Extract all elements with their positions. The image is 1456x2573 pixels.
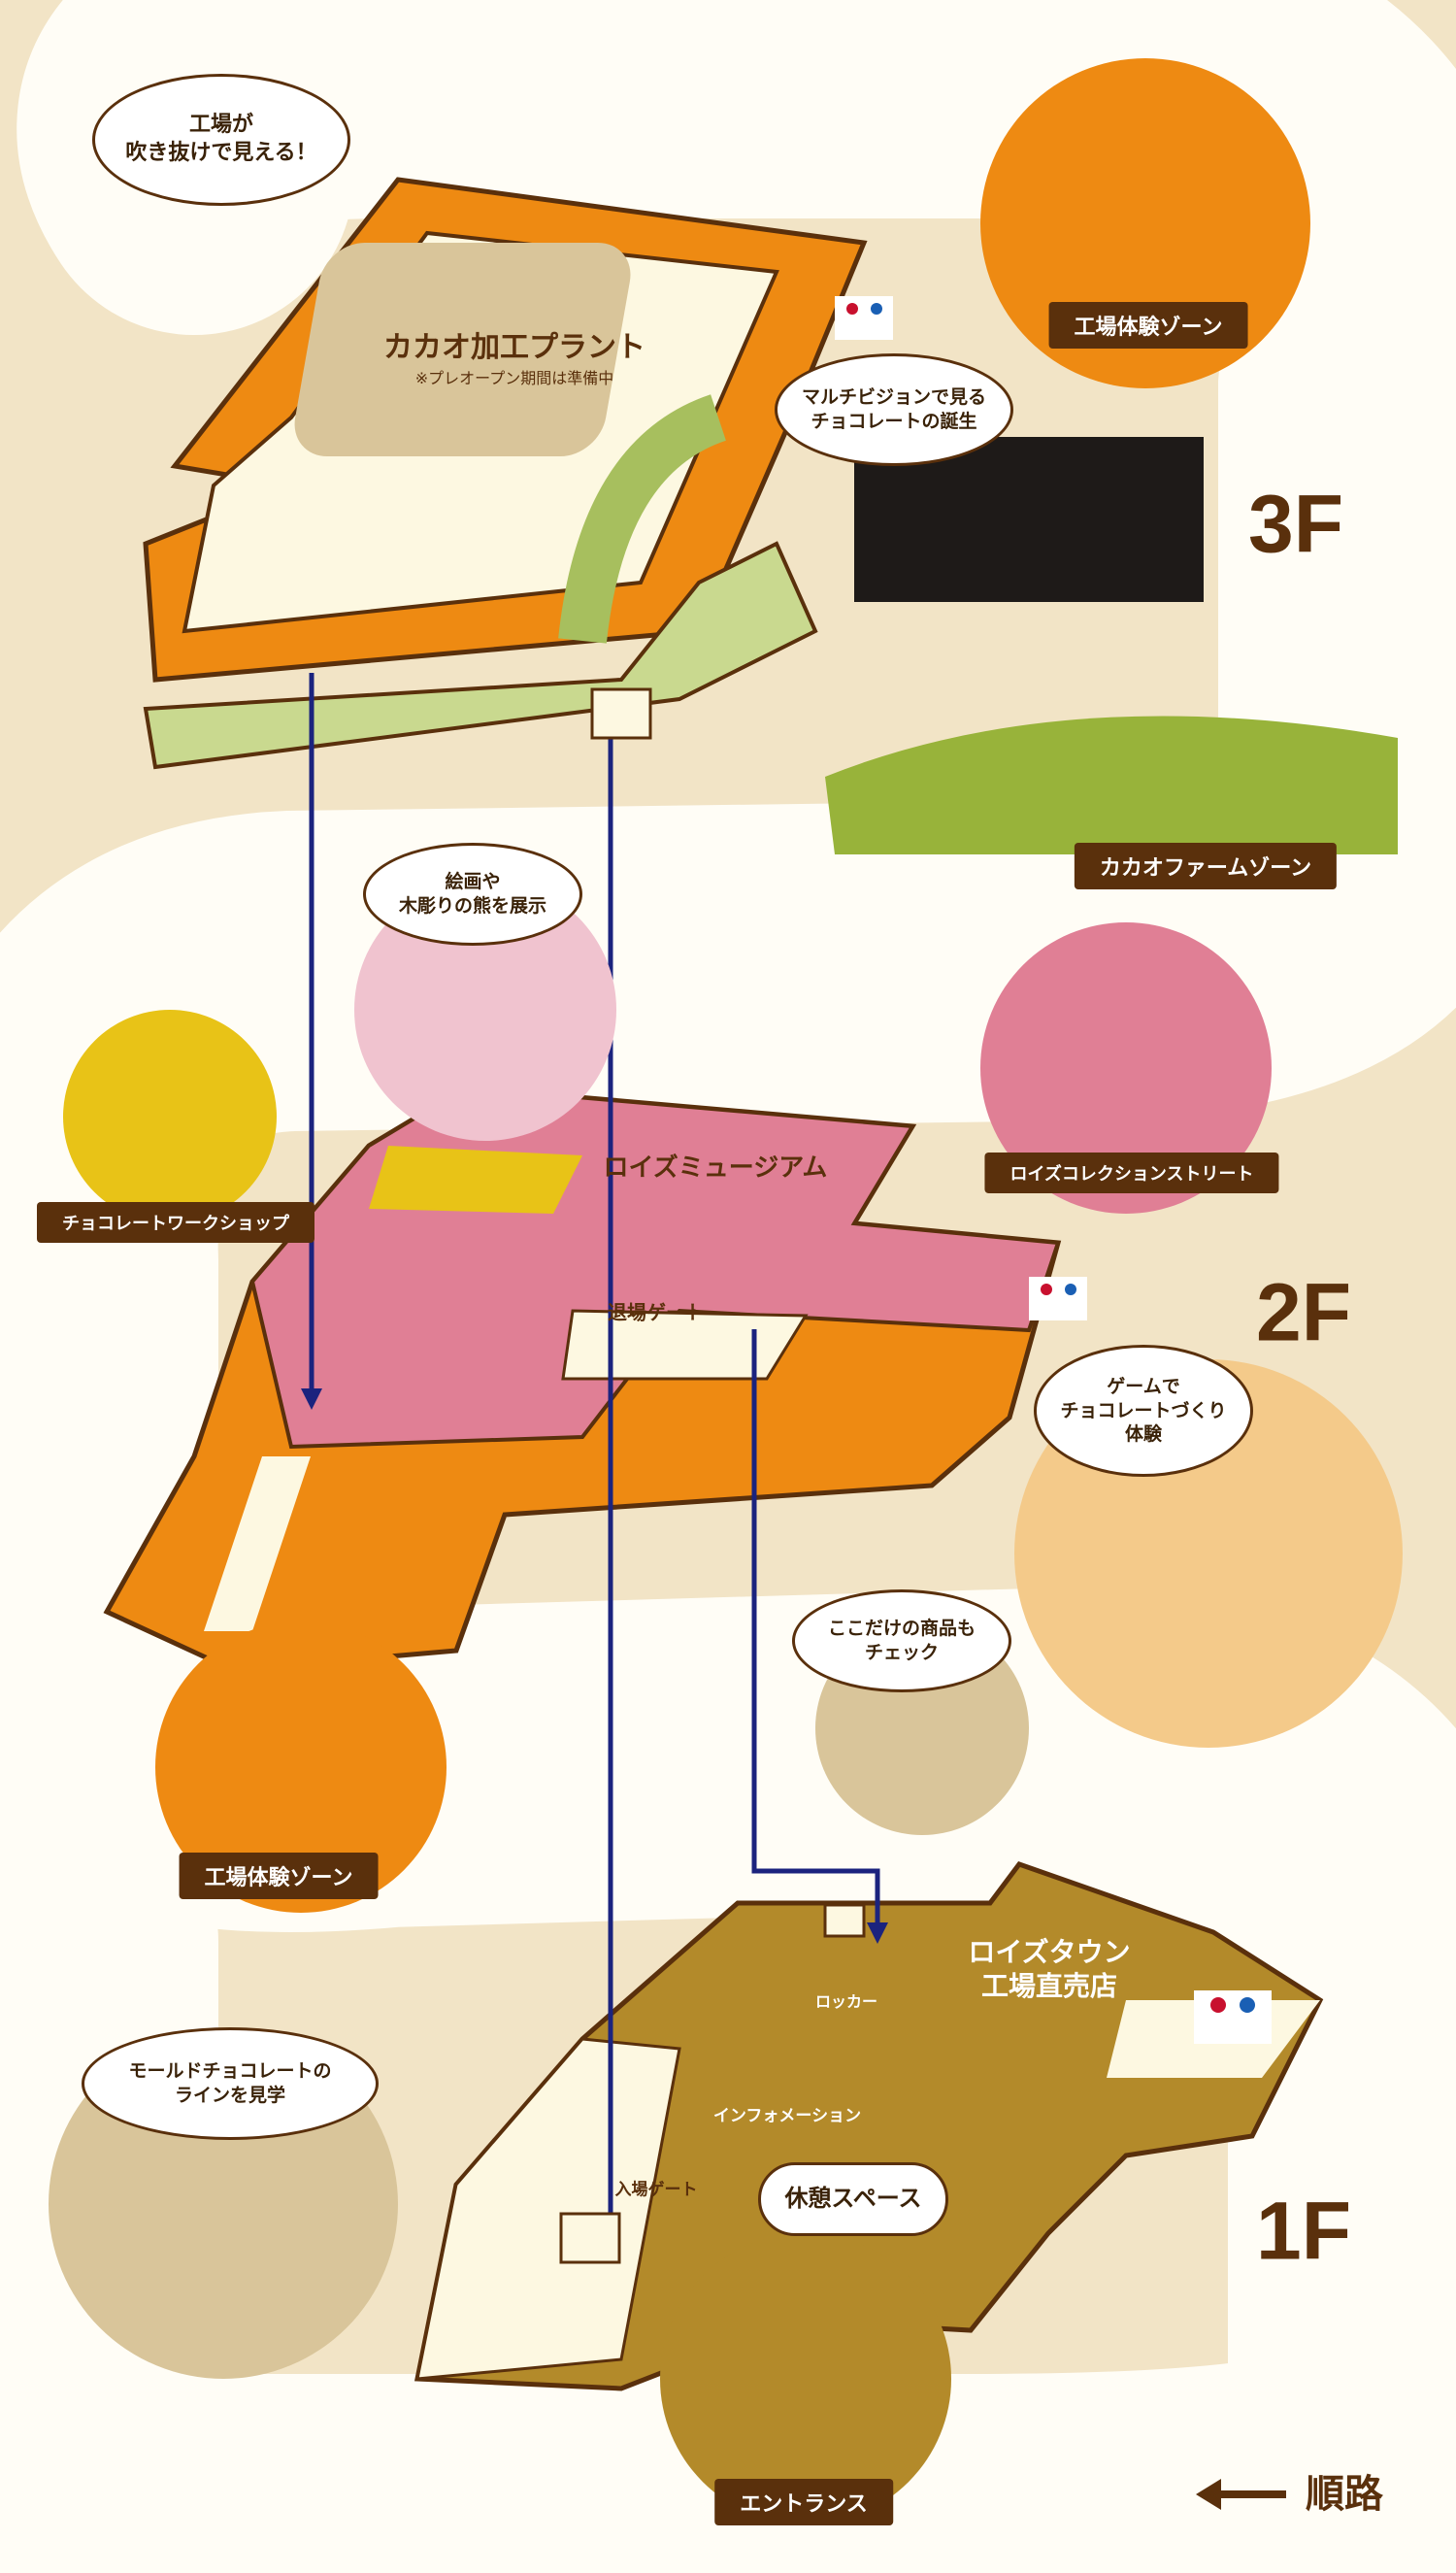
zone-factory-2f: 工場体験ゾーン (179, 1853, 379, 1899)
area-exit-gate: 退場ゲート (608, 1300, 705, 1324)
route-legend-label: 順路 (1306, 2472, 1383, 2517)
elevator-icon (590, 687, 652, 740)
zone-collection-street: ロイズコレクションストリート (984, 1153, 1279, 1193)
area-factory-shop: ロイズタウン 工場直売店 (968, 1936, 1131, 2002)
floor-label-1f: 1F (1255, 2185, 1352, 2277)
area-cacao-plant-note: ※プレオープン期間は準備中 (414, 369, 614, 387)
callout-atrium: 工場が 吹き抜けで見える！ (92, 74, 350, 206)
zone-entrance: エントランス (714, 2479, 893, 2525)
cacao-farm-illustration (825, 716, 1398, 854)
floor-label-3f: 3F (1247, 478, 1344, 570)
entrance-illustration (660, 2233, 951, 2524)
restroom-icon (1194, 1990, 1272, 2044)
elevator-icon (823, 1903, 866, 1938)
floor-label-2f: 2F (1255, 1266, 1352, 1358)
floor-2f-plan (103, 1085, 1062, 1673)
restroom-icon (835, 296, 893, 340)
area-royce-museum: ロイズミュージアム (603, 1153, 828, 1183)
floor-3f-plan (143, 177, 868, 770)
callout-museum: 絵画や 木彫りの熊を展示 (363, 843, 582, 946)
callout-mold-line: モールドチョコレートの ラインを見学 (82, 2027, 379, 2140)
restroom-icon (1029, 1277, 1087, 1320)
callout-multivision: マルチビジョンで見る チョコレートの誕生 (775, 353, 1013, 466)
elevator-icon (559, 2212, 621, 2264)
area-cacao-plant: カカオ加工プラント (383, 330, 645, 365)
zone-workshop: チョコレートワークショップ (37, 1202, 314, 1243)
floor-1f-plan (414, 1861, 1324, 2391)
collection-street-illustration (980, 922, 1272, 1214)
zone-cacao-farm: カカオファームゾーン (1074, 843, 1338, 889)
area-entrance-gate: 入場ゲート (614, 2180, 698, 2200)
callout-shop: ここだけの商品も チェック (792, 1589, 1011, 1692)
factory-zone-2f-illustration (155, 1621, 447, 1913)
area-rest-space: 休憩スペース (758, 2162, 948, 2236)
zone-factory-3f: 工場体験ゾーン (1048, 302, 1248, 349)
area-information: インフォメーション (712, 2106, 862, 2126)
callout-game: ゲームで チョコレートづくり 体験 (1034, 1345, 1253, 1477)
workshop-illustration (63, 1010, 277, 1223)
area-locker: ロッカー (814, 1992, 878, 2011)
museum-illustration (354, 879, 616, 1141)
left-arrow-icon (1196, 2479, 1286, 2510)
